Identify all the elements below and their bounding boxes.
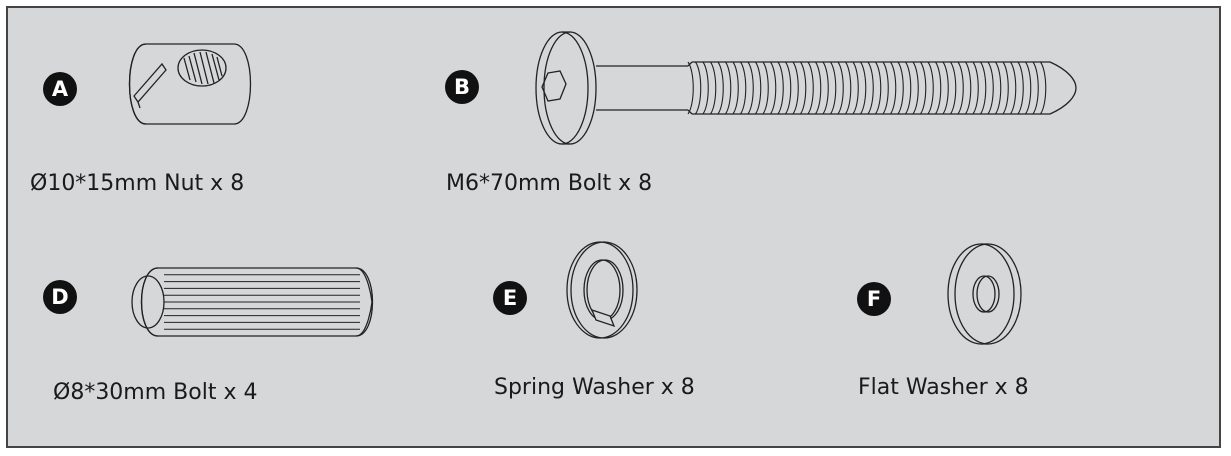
part-d-label: Ø8*30mm Bolt x 4 — [53, 380, 258, 405]
part-b-label: M6*70mm Bolt x 8 — [446, 171, 653, 196]
barrel-nut-icon — [118, 38, 263, 130]
part-e-badge: E — [493, 281, 527, 315]
hex-socket-bolt-icon — [520, 28, 1080, 148]
spring-washer-icon — [562, 238, 644, 348]
fluted-dowel-icon — [128, 264, 383, 340]
part-a-badge: A — [43, 72, 77, 106]
part-b-badge: B — [445, 70, 479, 104]
part-e-label: Spring Washer x 8 — [494, 375, 695, 400]
flat-washer-icon — [944, 238, 1026, 350]
part-f-badge: F — [857, 282, 891, 316]
part-a-label: Ø10*15mm Nut x 8 — [30, 171, 245, 196]
hardware-parts-panel — [6, 6, 1221, 448]
part-f-label: Flat Washer x 8 — [858, 375, 1029, 400]
part-d-badge: D — [43, 280, 77, 314]
